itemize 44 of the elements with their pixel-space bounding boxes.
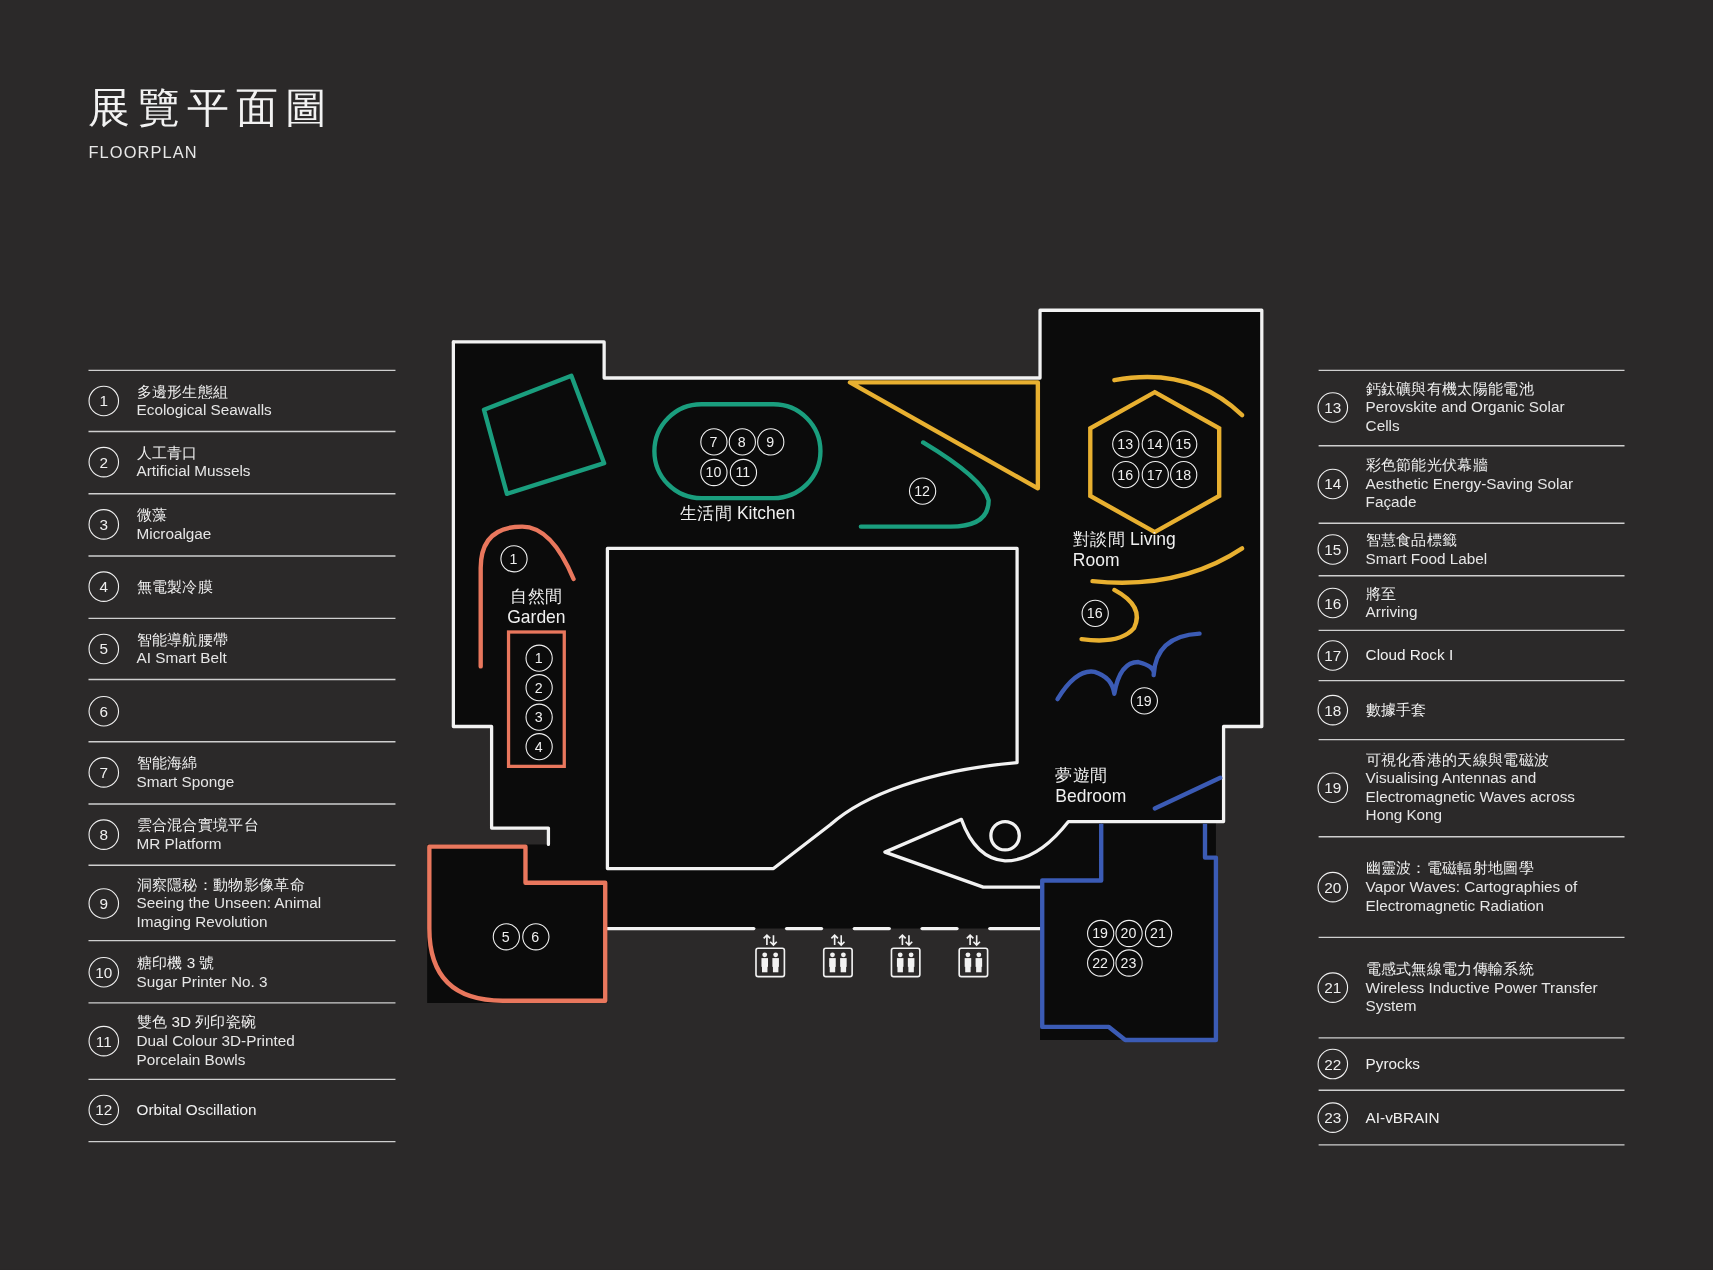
exhibit-subtitle: Arriving <box>1365 603 1419 622</box>
exhibit-title: 人工青口 <box>136 443 199 463</box>
room-label: 自然間 Garden <box>506 585 567 628</box>
exhibit-subtitle: Visualising Antennas and Electromagnetic Waves across Hong Kong <box>1365 769 1576 825</box>
exhibit-title: 糖印機 3 號 <box>136 953 216 973</box>
exhibit-title: 鈣鈦礦與有機太陽能電池 <box>1365 379 1535 399</box>
exhibit-subtitle: Aesthetic Energy-Saving Solar Façade <box>1365 474 1575 512</box>
number-circle: 11 <box>729 458 757 486</box>
title: 展覽平面圖 <box>88 84 335 134</box>
exhibit-subtitle: AI-vBRAIN <box>1365 1108 1441 1127</box>
exhibit-title: 洞察隱秘：動物影像革命 <box>136 875 306 895</box>
exhibit-title: 智能海綿 <box>136 753 199 773</box>
room-label: 夢遊間 Bedroom <box>1055 764 1128 807</box>
room-label: 對談間 Living Room <box>1072 528 1177 571</box>
exhibit-title: 將至 <box>1365 584 1398 604</box>
exhibit-subtitle: Vapor Waves: Cartographies of Electromagnetic Radiation <box>1365 877 1579 915</box>
exhibit-subtitle: Microalgae <box>136 524 213 543</box>
exhibit-title: 可視化香港的天線與電磁波 <box>1365 750 1551 770</box>
exhibit-title: 智能導航腰帶 <box>136 630 230 649</box>
exhibit-subtitle: 數據手套 <box>1365 700 1428 720</box>
exhibit-title: 雲合混合實境平台 <box>136 816 260 835</box>
room-label: 生活間 Kitchen <box>678 502 797 524</box>
exhibit-subtitle: Orbital Oscillation <box>136 1100 258 1120</box>
room-outline <box>1040 821 1219 1043</box>
subtitle: FLOORPLAN <box>88 143 198 162</box>
exhibit-subtitle: Ecological Seawalls <box>136 400 273 420</box>
exhibit-title: 多邊形生態組 <box>136 382 230 401</box>
exhibit-subtitle: Smart Sponge <box>136 772 236 791</box>
exhibit-subtitle: Sugar Printer No. 3 <box>136 972 269 991</box>
exhibit-title: 電感式無線電力傳輸系統 <box>1365 959 1535 979</box>
exhibit-title: 微藻 <box>136 505 169 525</box>
exhibit-subtitle: Seeing the Unseen: Animal Imaging Revolution <box>136 894 323 932</box>
exhibit-subtitle: Cloud Rock I <box>1365 646 1455 665</box>
room-outline <box>427 844 608 1003</box>
exhibit-subtitle: 無電製冷膜 <box>136 577 215 596</box>
exhibit-title: 幽靈波：電磁輻射地圖學 <box>1365 859 1535 878</box>
exhibit-subtitle: Wireless Inductive Power Transfer System <box>1365 978 1599 1016</box>
exhibit-subtitle: Pyrocks <box>1365 1054 1421 1074</box>
exhibit-title: 智慧食品標籤 <box>1365 530 1459 550</box>
exhibit-subtitle: AI Smart Belt <box>136 648 228 668</box>
exhibit-subtitle: Artificial Mussels <box>136 462 252 481</box>
number-circle: 21 <box>1144 919 1172 947</box>
exhibit-title: 彩色節能光伏幕牆 <box>1365 456 1489 475</box>
exhibit-title: 雙色 3D 列印瓷碗 <box>136 1013 258 1032</box>
